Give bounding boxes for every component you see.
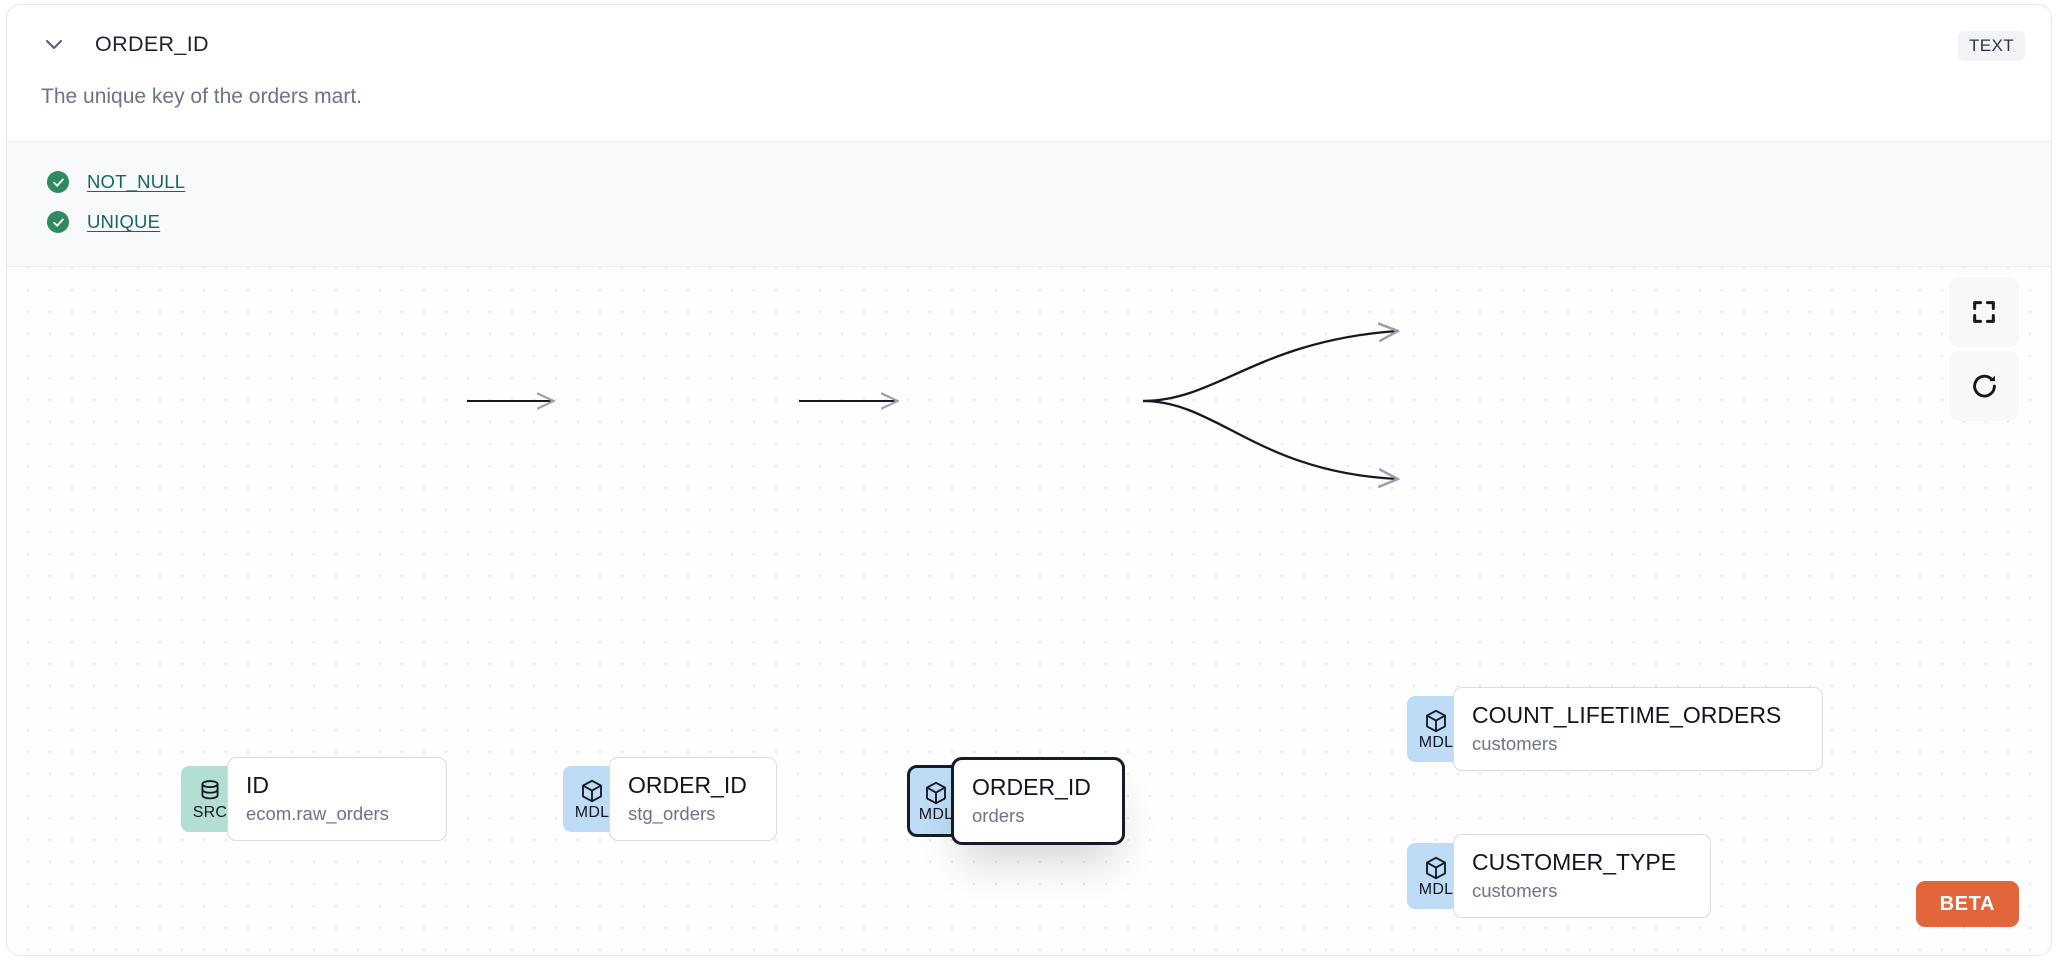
lineage-node-customer-type[interactable]: MDL CUSTOMER_TYPE customers — [1407, 834, 1711, 919]
chevron-down-icon[interactable] — [41, 31, 67, 57]
node-table-name: orders — [972, 805, 1025, 827]
canvas-controls — [1949, 277, 2019, 422]
description-row: The unique key of the orders mart. — [7, 83, 2051, 141]
check-circle-icon — [47, 171, 69, 194]
card-header: ORDER_ID TEXT — [7, 5, 2051, 83]
node-table-name: stg_orders — [628, 803, 716, 825]
check-circle-icon — [47, 211, 69, 234]
column-type-badge: TEXT — [1957, 31, 2025, 61]
lineage-node-orders-selected[interactable]: MDL ORDER_ID orders — [907, 757, 1125, 846]
page-title: ORDER_ID — [95, 31, 209, 56]
lineage-canvas[interactable]: SRC ID ecom.raw_orders MDL ORDER_ID stg_… — [7, 267, 2051, 956]
node-column-name: ID — [246, 772, 269, 799]
node-badge-label: MDL — [574, 803, 610, 821]
refresh-button[interactable] — [1949, 351, 2019, 422]
cube-icon — [926, 781, 946, 804]
lineage-node-count-lifetime-orders[interactable]: MDL COUNT_LIFETIME_ORDERS customers — [1407, 687, 1823, 772]
test-link-unique[interactable]: UNIQUE — [87, 211, 161, 233]
refresh-icon — [1972, 374, 1996, 398]
node-table-name: customers — [1472, 733, 1558, 755]
edge-orders-to-count — [1142, 331, 1397, 403]
node-badge-label: MDL — [1418, 733, 1454, 751]
cube-icon — [1426, 709, 1446, 732]
node-body: CUSTOMER_TYPE customers — [1453, 834, 1711, 919]
node-table-name: customers — [1472, 880, 1558, 902]
cube-icon — [1426, 856, 1446, 879]
test-link-not-null[interactable]: NOT_NULL — [87, 171, 186, 193]
lineage-node-stg-orders[interactable]: MDL ORDER_ID stg_orders — [563, 757, 777, 842]
test-row: UNIQUE — [7, 202, 2051, 242]
node-body: ORDER_ID orders — [951, 757, 1125, 846]
node-badge-label: MDL — [918, 805, 954, 823]
fit-view-button[interactable] — [1949, 277, 2019, 348]
node-body: ORDER_ID stg_orders — [609, 757, 777, 842]
node-body: COUNT_LIFETIME_ORDERS customers — [1453, 687, 1823, 772]
test-row: NOT_NULL — [7, 162, 2051, 202]
tests-section: NOT_NULL UNIQUE — [7, 141, 2051, 268]
node-badge-label: MDL — [1418, 880, 1454, 898]
edge-orders-to-customer-type — [1142, 400, 1397, 479]
node-column-name: ORDER_ID — [628, 772, 747, 799]
lineage-node-src-id[interactable]: SRC ID ecom.raw_orders — [181, 757, 447, 842]
column-description: The unique key of the orders mart. — [41, 85, 362, 108]
lineage-edges — [467, 267, 2051, 956]
database-icon — [201, 779, 219, 800]
node-column-name: CUSTOMER_TYPE — [1472, 849, 1677, 876]
node-column-name: ORDER_ID — [972, 774, 1091, 801]
node-badge-label: SRC — [192, 803, 228, 821]
cube-icon — [582, 779, 602, 802]
column-detail-card: ORDER_ID TEXT The unique key of the orde… — [6, 4, 2052, 956]
node-body: ID ecom.raw_orders — [227, 757, 447, 842]
fullscreen-icon — [1973, 301, 1995, 324]
beta-badge[interactable]: BETA — [1915, 881, 2019, 928]
node-column-name: COUNT_LIFETIME_ORDERS — [1472, 702, 1782, 729]
node-table-name: ecom.raw_orders — [246, 803, 389, 825]
